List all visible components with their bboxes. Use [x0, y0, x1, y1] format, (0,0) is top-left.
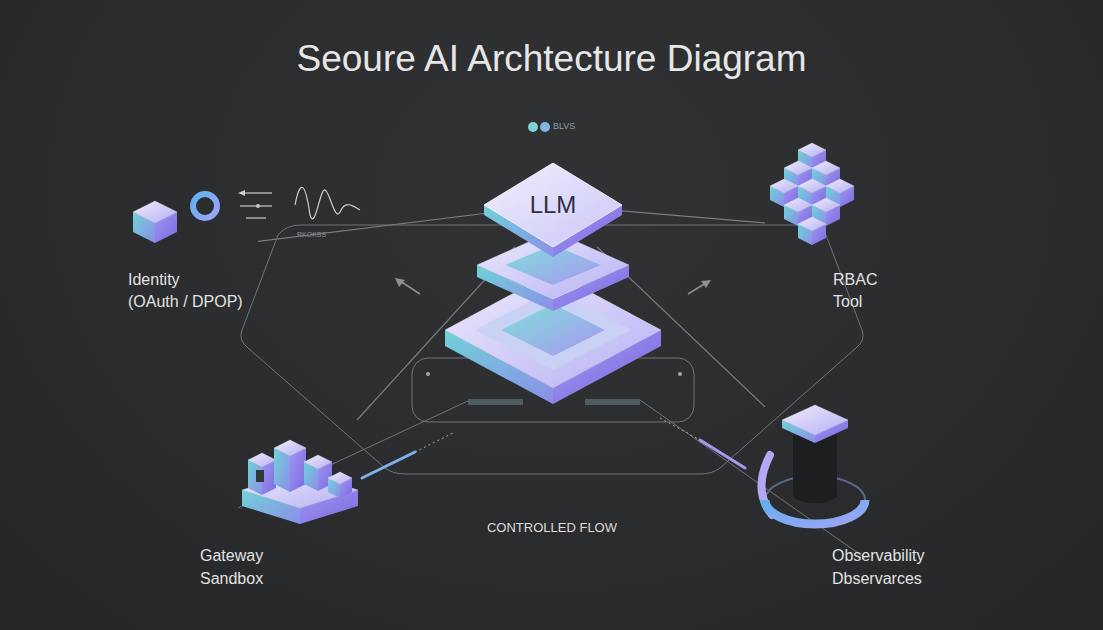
identity-cube-top — [133, 201, 177, 223]
rail-marker — [585, 399, 640, 405]
observer-cylinder-base — [793, 487, 837, 503]
rbac-cube-top — [784, 161, 812, 175]
rbac-cube-top — [812, 198, 840, 212]
rbac-cube-top — [798, 179, 826, 193]
badge-dot — [528, 122, 538, 132]
connector-line — [622, 211, 765, 223]
diagram-title: Seoure AI Archtecture Diagram — [0, 38, 1103, 80]
badge-dot — [540, 122, 550, 132]
gateway-node: GatewaySandbox — [192, 420, 367, 590]
exchange-arrowhead — [238, 190, 245, 196]
model-diamond: LLM — [484, 163, 622, 247]
node-subtext: Sandbox — [200, 567, 263, 590]
node-heading: Identity — [128, 269, 180, 291]
rbac-cube-top — [770, 179, 798, 193]
flow-dash — [415, 432, 455, 452]
node-subtext: Tool — [833, 291, 862, 313]
rail-marker — [468, 399, 523, 405]
flow-arrow — [400, 281, 420, 294]
gateway-block-top — [274, 440, 306, 456]
gateway-block-top — [304, 455, 332, 469]
flow-arrowhead — [395, 278, 405, 287]
flow-label: CONTROLLED FLOW — [402, 520, 702, 535]
observability-node: ObservabilityDbservarces — [765, 400, 950, 590]
gateway-block-top — [248, 453, 276, 467]
rail-dot — [426, 372, 430, 376]
node-heading: LLM — [530, 191, 577, 219]
diamond-face — [484, 163, 622, 247]
flow-dash — [660, 418, 700, 440]
exchange-arrow — [242, 192, 272, 193]
node-heading: Observability — [832, 544, 924, 567]
node-heading: RBAC — [833, 269, 877, 291]
identity-node: Identity(OAuth / DPOP) — [118, 185, 258, 315]
rbac-cube-top — [798, 217, 826, 231]
rbac-cube-top — [784, 198, 812, 212]
connector-line — [258, 214, 484, 242]
gateway-window — [256, 470, 264, 482]
badge-text: BLVS — [553, 121, 593, 131]
gateway-block-top — [328, 472, 352, 484]
platform-core — [501, 304, 605, 356]
exchange-dot — [256, 204, 260, 208]
signal-wave — [295, 187, 360, 219]
rbac-cube-top — [798, 143, 826, 157]
observer-ring — [765, 500, 865, 524]
signal-label: RKOKSS — [297, 231, 347, 238]
exchange-arrow — [246, 217, 266, 218]
node-heading: Gateway — [200, 544, 263, 567]
flow-arrow — [688, 283, 706, 294]
identity-ring — [193, 194, 217, 218]
model-layer-top — [484, 163, 622, 247]
flow-stick — [700, 440, 745, 468]
rbac-node: RBACTool — [765, 140, 875, 315]
observer-tile-top — [782, 405, 848, 435]
rbac-cube-top — [826, 179, 854, 193]
rail-dot — [678, 372, 682, 376]
flow-arrowhead — [701, 280, 711, 288]
observer-cylinder — [793, 435, 837, 495]
node-subtext: (OAuth / DPOP) — [128, 291, 243, 313]
flow-line — [640, 400, 865, 558]
flow-outline — [241, 225, 863, 474]
rbac-cube-top — [812, 161, 840, 175]
node-subtext: Dbservarces — [832, 567, 922, 590]
flow-stick — [362, 452, 415, 478]
